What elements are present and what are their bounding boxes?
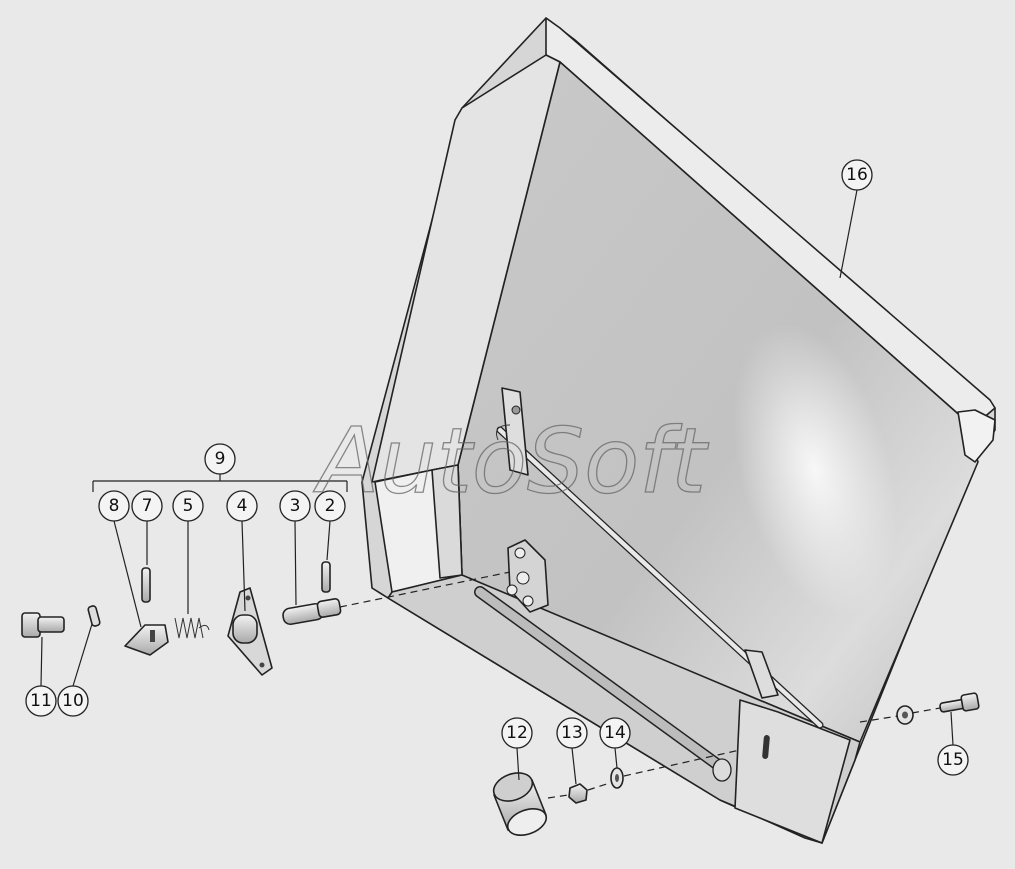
callout-label: 2 (325, 496, 336, 516)
callout-2: 2 (314, 490, 346, 522)
callout-5: 5 (172, 490, 204, 522)
callout-label: 5 (183, 496, 194, 516)
callout-15: 15 (937, 744, 969, 776)
callout-4: 4 (226, 490, 258, 522)
assembly-group-bracket (92, 474, 348, 492)
callout-label: 8 (109, 496, 120, 516)
callout-11: 11 (25, 685, 57, 717)
callout-label: 16 (846, 165, 868, 185)
pin-part-7 (141, 567, 151, 603)
cotter-pin-part-10 (87, 605, 101, 627)
bolt-part-11 (21, 612, 65, 638)
leader-lines (40, 189, 954, 785)
callout-label: 4 (237, 496, 248, 516)
callout-8: 8 (98, 490, 130, 522)
callout-9: 9 (204, 443, 236, 475)
callout-label: 12 (506, 723, 528, 743)
bushing-part-12 (492, 772, 548, 836)
callout-label: 13 (561, 723, 583, 743)
flange-plate-part-4 (227, 587, 273, 676)
spring-part-5 (174, 617, 210, 639)
callout-3: 3 (279, 490, 311, 522)
shaft-part-3 (282, 598, 342, 626)
callout-13: 13 (556, 717, 588, 749)
nut-part-13 (568, 783, 588, 804)
callout-label: 7 (142, 496, 153, 516)
callout-12: 12 (501, 717, 533, 749)
callout-14: 14 (599, 717, 631, 749)
callout-16: 16 (841, 159, 873, 191)
washer-part-15 (896, 705, 914, 725)
door-panel (361, 17, 996, 844)
pin-part-2 (321, 561, 331, 593)
assembly-axis-lines (339, 571, 941, 799)
callout-label: 15 (942, 750, 964, 770)
callout-7: 7 (131, 490, 163, 522)
callout-10: 10 (57, 685, 89, 717)
callout-label: 14 (604, 723, 626, 743)
latch-cone-part-8 (124, 624, 169, 656)
washer-part-14 (610, 767, 624, 789)
watermark-text: AutoSoft (313, 409, 710, 514)
callout-label: 11 (30, 691, 52, 711)
callout-label: 3 (290, 496, 301, 516)
callout-label: 10 (62, 691, 84, 711)
callout-label: 9 (215, 449, 226, 469)
bolt-part-15 (939, 692, 980, 713)
